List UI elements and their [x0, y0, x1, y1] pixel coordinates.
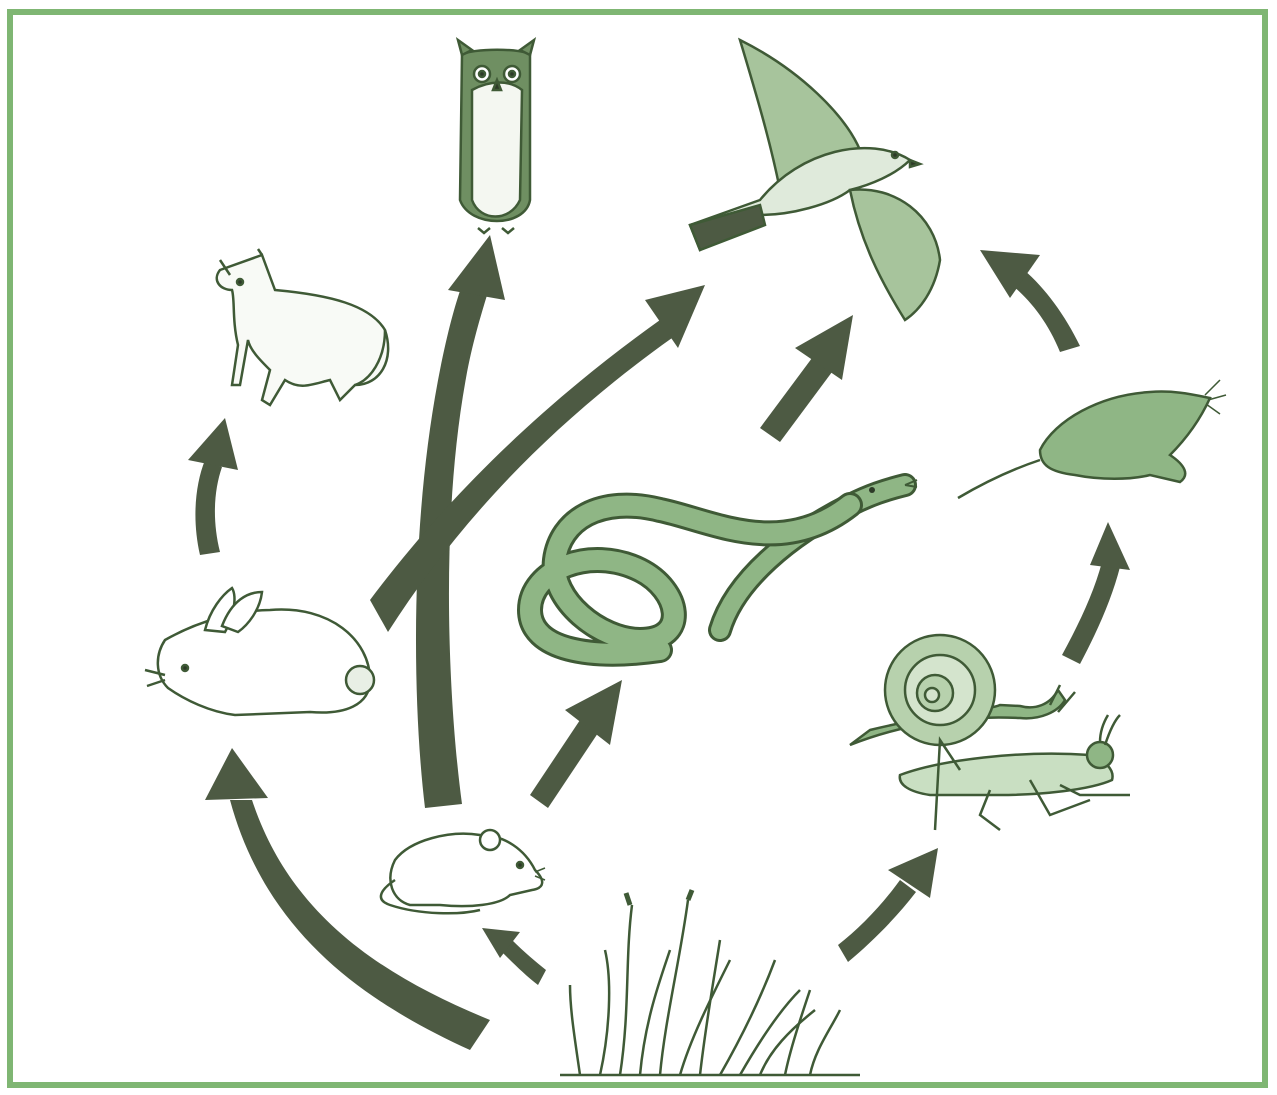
owl-icon: [458, 40, 534, 233]
diagram-frame: [10, 12, 1265, 1085]
